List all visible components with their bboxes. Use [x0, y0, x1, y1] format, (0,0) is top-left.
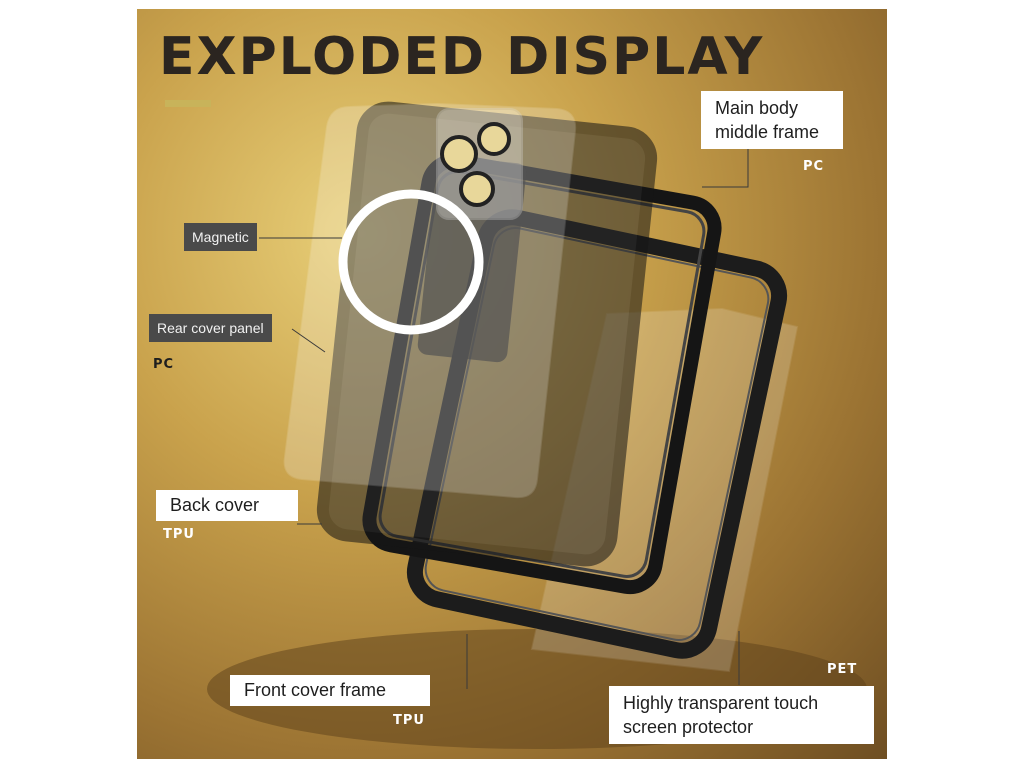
magnetic-ring — [338, 189, 484, 335]
label-front-cover: Front cover frame — [230, 675, 430, 706]
product-image: EXPLODED DISPLAY Main body middle frame … — [137, 9, 887, 759]
label-rear-cover: Rear cover panel — [149, 314, 272, 342]
material-front-cover: TPU — [393, 713, 425, 728]
label-screen-protector: Highly transparent touch screen protecto… — [609, 686, 874, 744]
label-main-body-text: Main body middle frame — [715, 98, 820, 142]
material-back-cover: TPU — [163, 527, 195, 542]
label-magnetic: Magnetic — [184, 223, 257, 251]
page-title: EXPLODED DISPLAY — [159, 27, 765, 87]
label-back-cover: Back cover — [156, 490, 298, 521]
material-main-body: PC — [803, 159, 825, 174]
title-underline — [165, 100, 211, 107]
back-cover — [316, 101, 658, 567]
rear-cover-panel — [283, 102, 577, 499]
exploded-case-illustration — [207, 101, 867, 749]
label-screen-protector-text: Highly transparent touch screen protecto… — [623, 693, 819, 737]
label-main-body: Main body middle frame — [701, 91, 843, 149]
material-rear-cover: PC — [153, 357, 175, 372]
material-screen-protector: PET — [827, 662, 858, 677]
